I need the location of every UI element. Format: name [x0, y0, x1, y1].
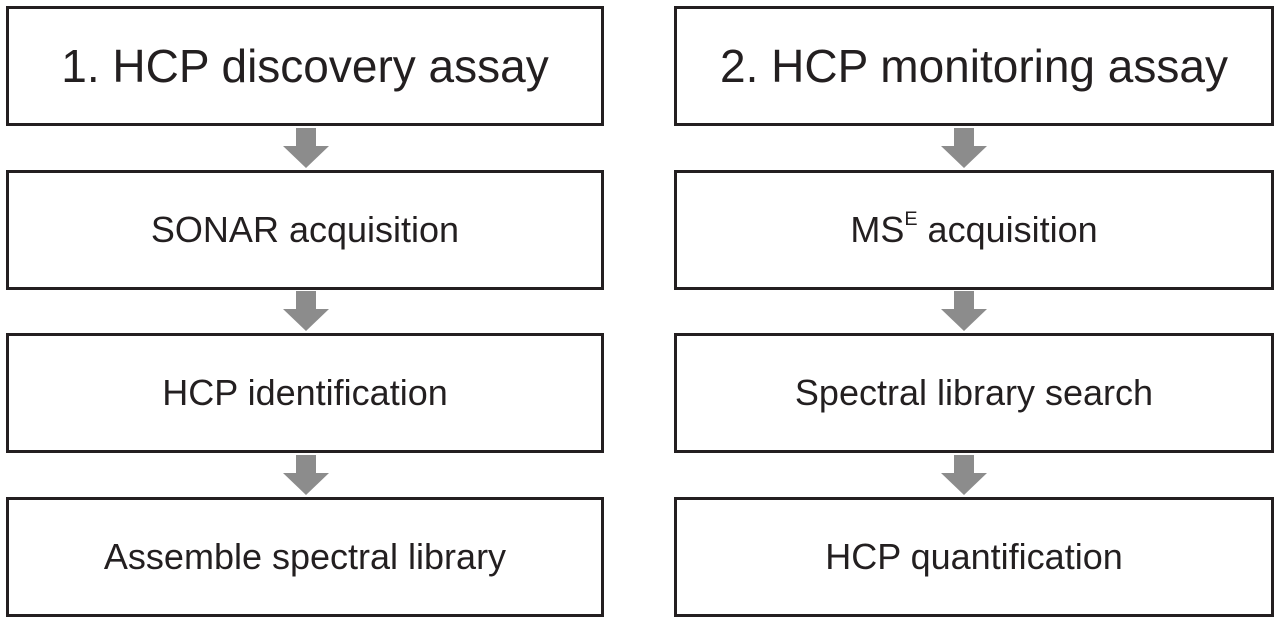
- mse-superscript: E: [904, 208, 918, 231]
- monitoring-step-label: HCP quantification: [825, 536, 1123, 577]
- arrow-down-icon: [283, 128, 329, 168]
- discovery-step-box: HCP identification: [6, 333, 604, 453]
- arrow-down-icon: [283, 455, 329, 495]
- monitoring-title: 2. HCP monitoring assay: [720, 40, 1228, 92]
- discovery-step-label: SONAR acquisition: [150, 209, 460, 250]
- mse-acquisition-label: MSE acquisition: [850, 209, 1097, 251]
- arrow-down-icon: [941, 455, 987, 495]
- monitoring-step-box: HCP quantification: [674, 497, 1274, 617]
- arrow-down-icon: [941, 291, 987, 331]
- monitoring-step-box: MSE acquisition: [674, 170, 1274, 290]
- monitoring-step-label: Spectral library search: [794, 372, 1154, 413]
- discovery-step-label: Assemble spectral library: [103, 536, 507, 577]
- discovery-step-box: SONAR acquisition: [6, 170, 604, 290]
- mse-base-text: MS: [850, 209, 905, 250]
- arrow-down-icon: [941, 128, 987, 168]
- mse-rest-text: acquisition: [917, 209, 1098, 250]
- discovery-title-box: 1. HCP discovery assay: [6, 6, 604, 126]
- monitoring-step-box: Spectral library search: [674, 333, 1274, 453]
- discovery-step-box: Assemble spectral library: [6, 497, 604, 617]
- discovery-title: 1. HCP discovery assay: [61, 40, 549, 92]
- arrow-down-icon: [283, 291, 329, 331]
- monitoring-title-box: 2. HCP monitoring assay: [674, 6, 1274, 126]
- discovery-step-label: HCP identification: [162, 372, 448, 413]
